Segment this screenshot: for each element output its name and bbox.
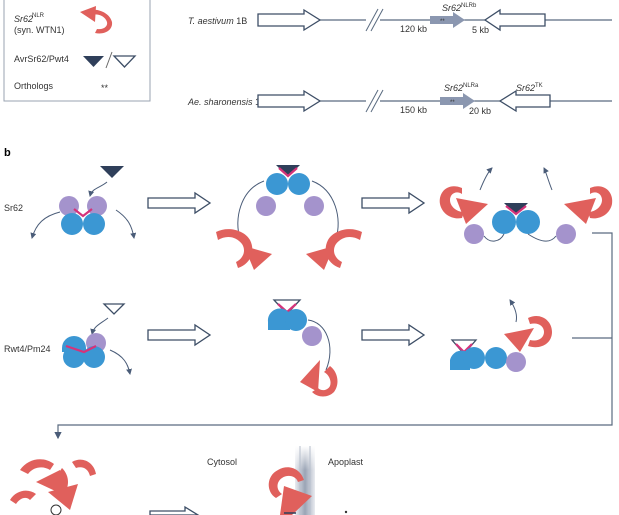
pwt4-hollow-triangle-icon — [112, 55, 137, 68]
sr62-nlra-gene-arrow — [440, 93, 475, 109]
legend-orthologs-label: Orthologs — [14, 81, 54, 91]
species-label-1: T. aestivum 1B — [188, 16, 247, 26]
legend-sr62-sup: NLR — [32, 13, 45, 19]
row-label-sr62: Sr62 — [4, 203, 23, 213]
gene-arrow-right-2 — [257, 89, 322, 113]
gene-top2-sup-2: TK — [535, 83, 543, 89]
gap-label-1: 120 kb — [400, 24, 427, 34]
avrsr62-filled-triangle-icon — [83, 56, 104, 67]
process-arrow-3 — [147, 323, 212, 347]
legend-orthologs-marker: ** — [101, 83, 109, 93]
gene-top2-name-2: Sr62 — [516, 83, 535, 93]
gene-top-name-2: Sr62 — [444, 83, 463, 93]
legend-avr-label: AvrSr62/Pwt4 — [14, 54, 69, 64]
apoplast-label: Apoplast — [328, 457, 364, 467]
legend-box: Sr62 NLR (syn. WTN1) AvrSr62/Pwt4 Orthol… — [3, 0, 151, 102]
genome-row-ae-sharonensis: Ae. sharonensis 1S 150 kb ** Sr62 NLRa 2… — [187, 83, 612, 116]
distance-label-2: 20 kb — [469, 106, 491, 116]
gap-label-2: 150 kb — [400, 105, 427, 115]
gene-top-name-1: Sr62 — [442, 3, 461, 13]
gene-top-sup-2: NLRa — [463, 83, 479, 89]
sr62-nlr-legend-icon — [80, 6, 113, 34]
sr62-stage-2 — [216, 165, 362, 270]
avrsr62-triangle-icon — [100, 166, 124, 178]
gene-arrow-left — [483, 8, 546, 32]
connector-line — [54, 232, 613, 440]
genome-row-t-aestivum: T. aestivum 1B 120 kb ** Sr62 NLRb 5 kb — [188, 3, 612, 35]
ion-dot — [344, 510, 348, 514]
distance-label-1: 5 kb — [472, 25, 489, 35]
gene-top-sup-1: NLRb — [461, 3, 477, 9]
sr62-stage-3 — [439, 167, 613, 244]
rwt4-stage-2 — [267, 299, 338, 397]
sr62-tk-gene-arrow — [498, 89, 551, 113]
marker-1: ** — [440, 19, 445, 25]
row-label-rwt4: Rwt4/Pm24 — [4, 344, 51, 354]
species-label-2: Ae. sharonensis 1S — [187, 97, 266, 107]
bottom-red-nlr — [268, 467, 312, 515]
process-arrow-2 — [361, 191, 426, 215]
sr62-nlrb-gene-arrow — [430, 12, 465, 28]
process-arrow-1 — [147, 191, 212, 215]
sr62-stage-1 — [30, 166, 137, 239]
legend-sr62-name: Sr62 — [14, 14, 33, 24]
legend-sr62-synonym: (syn. WTN1) — [14, 25, 65, 35]
process-arrow-4 — [361, 323, 426, 347]
bottom-red-aggregate — [10, 459, 96, 515]
rwt4-stage-1 — [62, 303, 132, 375]
rwt4-stage-3 — [450, 299, 552, 372]
marker-2: ** — [450, 100, 455, 106]
process-arrow-5 — [149, 505, 200, 515]
cytosol-label: Cytosol — [207, 457, 237, 467]
legend-slash — [105, 51, 113, 69]
gene-arrow-right — [257, 8, 322, 32]
panel-b-label: b — [4, 147, 11, 159]
